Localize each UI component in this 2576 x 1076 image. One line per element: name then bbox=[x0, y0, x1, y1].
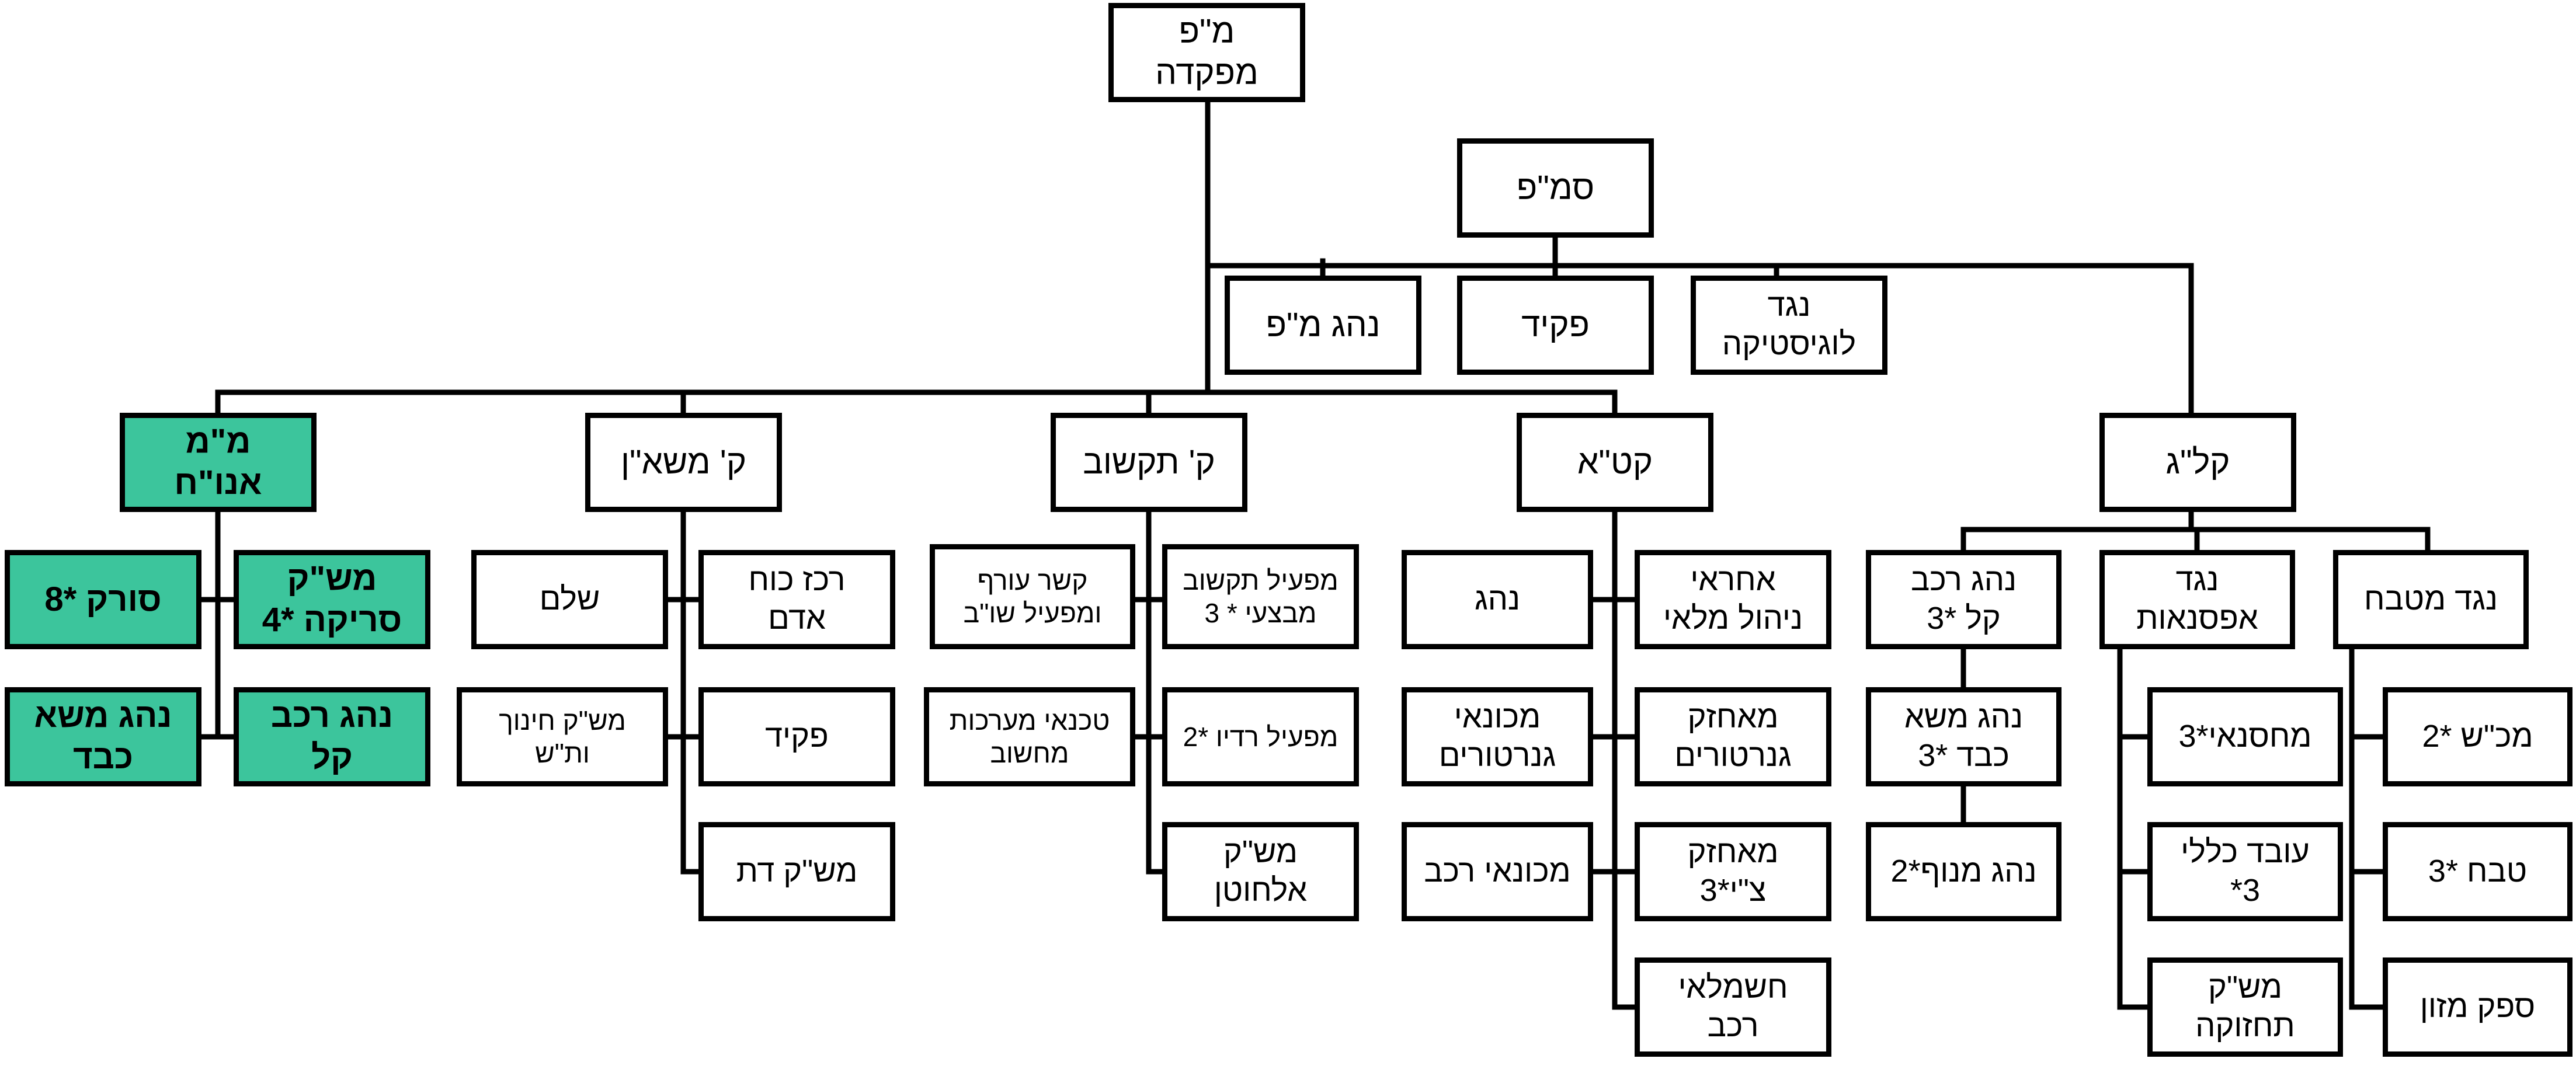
node-cbrn-platoon-leader: מ"מ אנו"ח bbox=[120, 413, 317, 512]
node-food-supplier: ספק מזון bbox=[2383, 957, 2572, 1057]
node-maintenance-nco: מש"ק תחזוקה bbox=[2147, 957, 2343, 1057]
node-vehicle-mechanic: מכונאי רכב bbox=[1402, 822, 1593, 921]
node-payroll-clerk: שלם bbox=[471, 550, 668, 649]
node-it-technician: טכנאי מערכות מחשוב bbox=[924, 687, 1135, 786]
node-commander-driver: נהג מ"פ bbox=[1225, 276, 1421, 375]
node-cook: טבח *3 bbox=[2383, 822, 2572, 921]
node-supply-nco: נגד אפסנאות bbox=[2099, 550, 2295, 649]
node-equipment-maintainer: מאחזק צ"י*3 bbox=[1635, 822, 1831, 921]
node-radio-operator: מפעיל רדיו *2 bbox=[1162, 687, 1359, 786]
node-generator-maintainer: מאחזק גנרטורים bbox=[1635, 687, 1831, 786]
node-supply-officer: קל"ג bbox=[2099, 413, 2296, 512]
node-personnel-officer: ק' משא"ן bbox=[585, 413, 782, 512]
node-storekeeper: מחסנאי*3 bbox=[2147, 687, 2343, 786]
node-operational-comm-operator: מפעיל תקשוב מבצעי * 3 bbox=[1162, 544, 1359, 649]
node-generator-mechanic: מכונאי גנרטורים bbox=[1402, 687, 1593, 786]
node-rear-comm-operator: קשר עורף ומפעיל שו"ב bbox=[930, 544, 1135, 649]
node-deputy-commander: סמ"פ bbox=[1457, 138, 1654, 238]
node-kitchen-nco: נגד מטבח bbox=[2333, 550, 2529, 649]
node-crane-driver: נהג מנוף*2 bbox=[1866, 822, 2062, 921]
node-light-vehicle-driver-cbrn: נהג רכב קל bbox=[234, 687, 430, 786]
node-scanner: סורק *8 bbox=[5, 550, 201, 649]
node-kitchen-staff: מכ"ש *2 bbox=[2383, 687, 2572, 786]
node-logistics-nco: נגד לוגיסטיקה bbox=[1691, 276, 1887, 375]
node-general-worker: עובד כללי 3* bbox=[2147, 822, 2343, 921]
node-light-vehicle-driver: נהג רכב קל *3 bbox=[1866, 550, 2062, 649]
node-comm-officer: ק' תקשוב bbox=[1051, 413, 1247, 512]
node-education-nco: מש"ק חינוך ות"ש bbox=[457, 687, 668, 786]
node-inventory-manager: אחראי ניהול מלאי bbox=[1635, 550, 1831, 649]
node-wireless-nco: מש"ק אלחוטן bbox=[1162, 822, 1359, 921]
node-vehicle-electrician: חשמלאי רכב bbox=[1635, 957, 1831, 1057]
node-heavy-truck-driver-cbrn: נהג משא כבד bbox=[5, 687, 201, 786]
node-company-hq: מ"פ מפקדה bbox=[1108, 3, 1305, 102]
node-personnel-clerk: פקיד bbox=[698, 687, 895, 786]
node-scan-nco: מש"ק סריקה *4 bbox=[234, 550, 430, 649]
node-manpower-coordinator: רכז כוח אדם bbox=[698, 550, 895, 649]
node-driver: נהג bbox=[1402, 550, 1593, 649]
node-heavy-truck-driver: נהג משא כבד *3 bbox=[1866, 687, 2062, 786]
node-religion-nco: מש"ק דת bbox=[698, 822, 895, 921]
node-hq-clerk: פקיד bbox=[1457, 276, 1654, 375]
node-technical-officer: קט"א bbox=[1517, 413, 1713, 512]
